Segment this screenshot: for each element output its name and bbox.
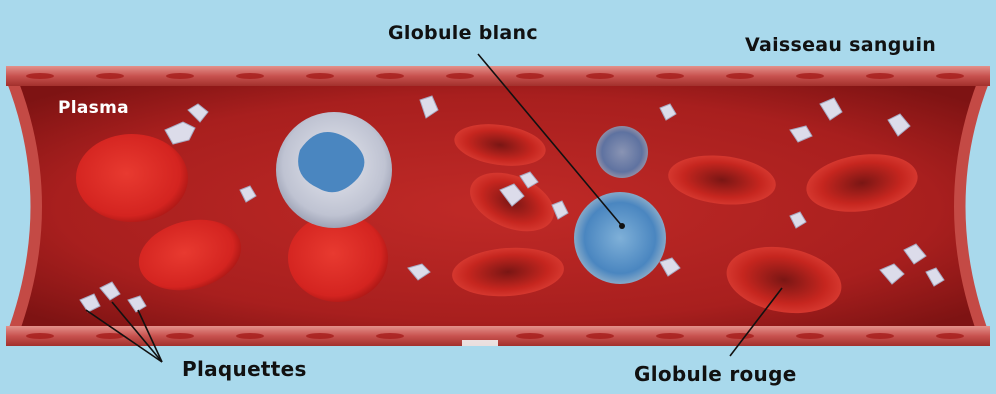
label-plaquettes: Plaquettes <box>182 357 307 381</box>
label-globule-rouge: Globule rouge <box>634 362 797 386</box>
white-cell-small <box>596 126 648 178</box>
label-globule-blanc: Globule blanc <box>388 22 538 44</box>
wall-highlight <box>462 340 498 346</box>
label-plasma: Plasma <box>58 98 129 118</box>
vessel-wall-top <box>6 66 990 86</box>
leader-dot <box>619 223 625 229</box>
white-cell-labeled <box>574 192 666 284</box>
label-vaisseau-sanguin: Vaisseau sanguin <box>745 34 936 56</box>
red-cell <box>76 134 188 222</box>
